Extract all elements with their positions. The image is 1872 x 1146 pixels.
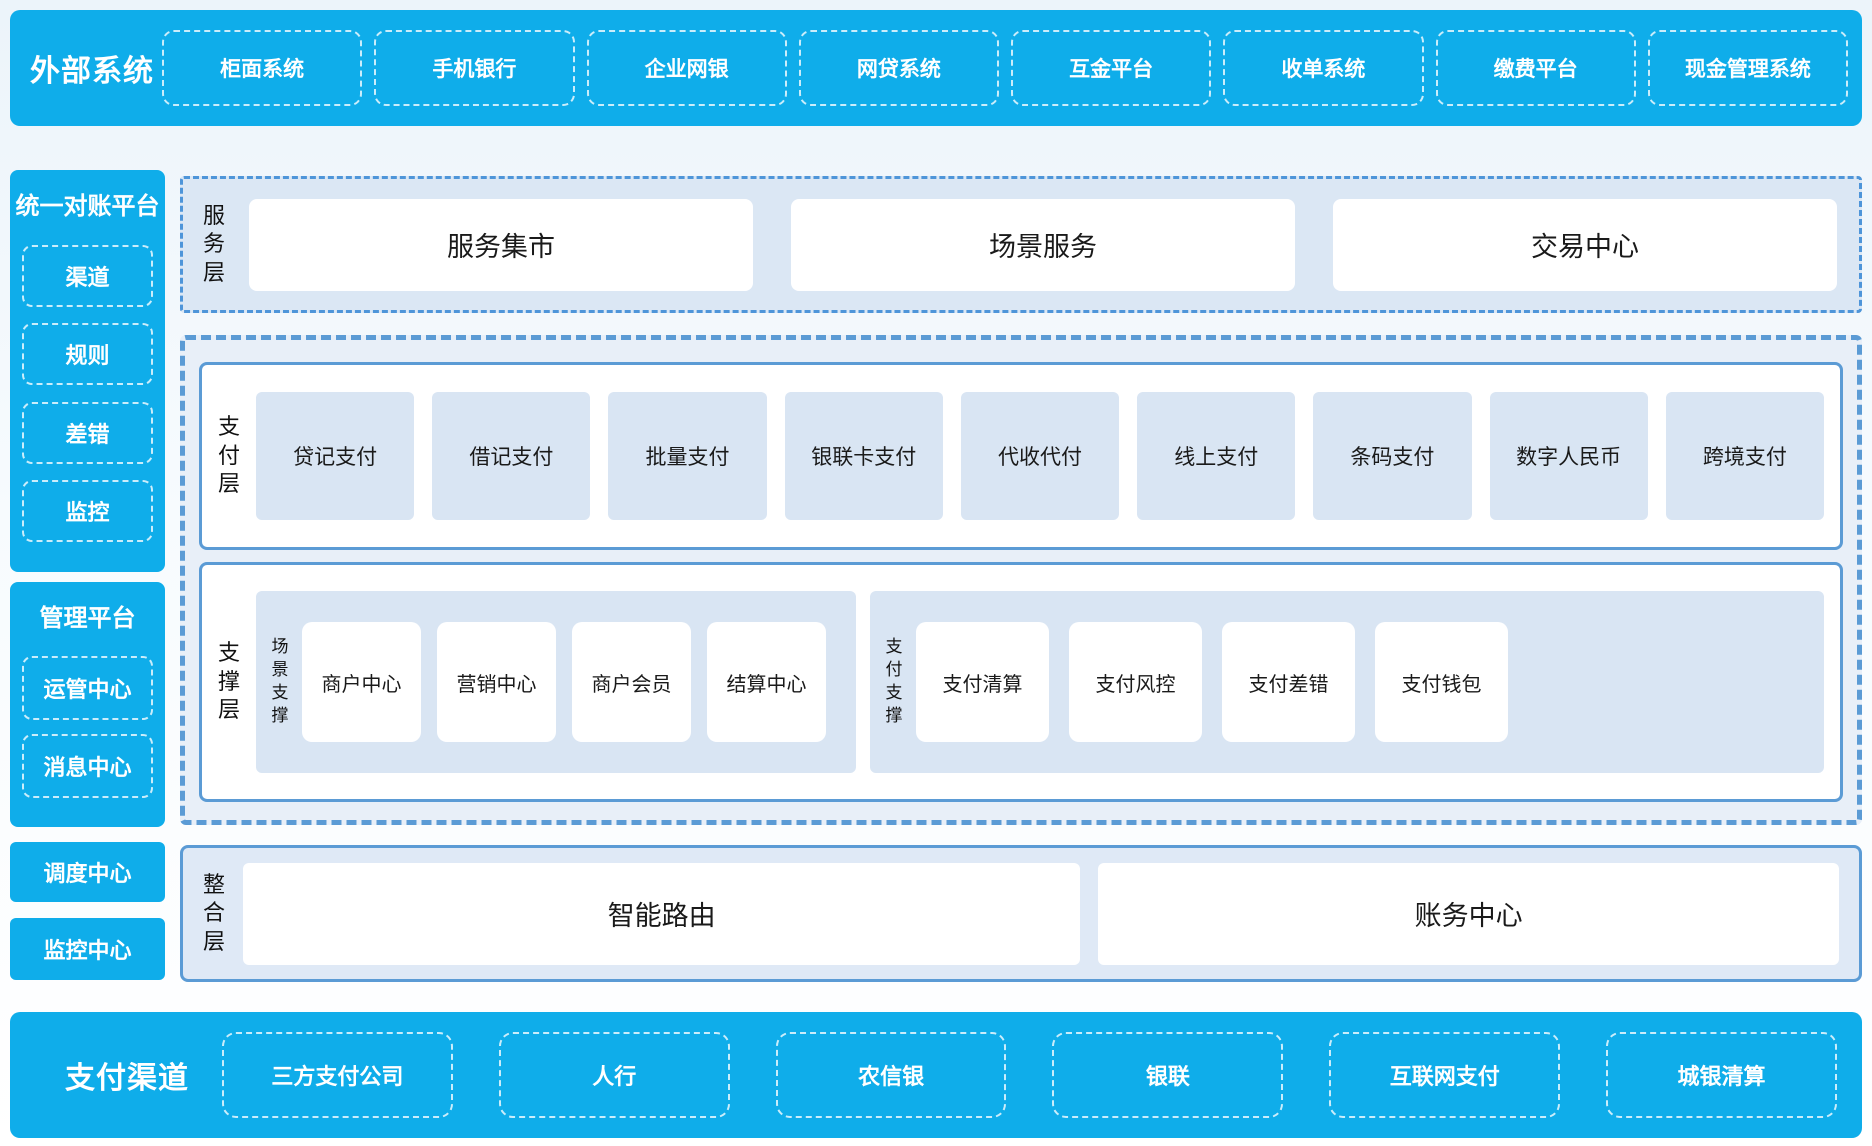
management-platform-title: 管理平台 [39,605,136,632]
payment-channel-item: 银联 [1052,1032,1284,1118]
external-system-item: 收单系统 [1223,30,1424,106]
support-layer-label: 支撑层 [217,640,240,723]
core-layers-container: 支付层 贷记支付 借记支付 批量支付 银联卡支付 代收代付 线上支付 条码支付 … [180,335,1862,825]
payment-channel-item: 农信银 [775,1032,1007,1118]
external-system-item: 缴费平台 [1435,30,1636,106]
payment-layer-box: 支付层 贷记支付 借记支付 批量支付 银联卡支付 代收代付 线上支付 条码支付 … [199,362,1843,550]
payment-channel-item: 城银清算 [1606,1032,1837,1118]
external-system-item: 现金管理系统 [1647,30,1848,106]
payment-channels-title: 支付渠道 [65,1062,189,1095]
management-items: 运管中心 消息中心 [10,633,165,827]
reconciliation-item: 规则 [22,323,153,386]
middle-section: 统一对账平台 渠道 规则 差错 监控 管理平台 运管中心 消息中心 调度中心 监… [10,146,1862,982]
payment-channel-item: 互联网支付 [1329,1032,1561,1118]
payment-support-label: 支付支撑 [885,637,903,725]
reconciliation-platform-panel: 统一对账平台 渠道 规则 差错 监控 [10,170,165,572]
left-sidebar: 统一对账平台 渠道 规则 差错 监控 管理平台 运管中心 消息中心 调度中心 监… [10,146,165,982]
integration-layer-box: 整合层 智能路由 账务中心 [180,845,1862,982]
payment-channel-item: 三方支付公司 [222,1032,453,1118]
external-system-item: 柜面系统 [162,30,363,106]
payment-layer-items: 贷记支付 借记支付 批量支付 银联卡支付 代收代付 线上支付 条码支付 数字人民… [256,392,1824,520]
scene-support-item: 商户中心 [302,622,421,742]
reconciliation-item: 差错 [22,401,153,464]
support-layer-groups: 场景支撑 商户中心 营销中心 商户会员 结算中心 支付支撑 支付清算 支付风控 … [256,591,1824,773]
management-item: 运管中心 [22,655,153,720]
external-systems-items: 柜面系统 手机银行 企业网银 网贷系统 互金平台 收单系统 缴费平台 现金管理系… [162,10,1848,126]
payment-item: 银联卡支付 [784,392,943,520]
payment-support-item: 支付清算 [916,622,1049,742]
scene-support-item: 商户会员 [572,622,691,742]
reconciliation-item: 渠道 [22,245,153,308]
external-system-item: 企业网银 [586,30,787,106]
service-item: 交易中心 [1333,198,1837,291]
management-platform-panel: 管理平台 运管中心 消息中心 [10,582,165,827]
payment-support-item: 支付风控 [1069,622,1202,742]
external-system-item: 手机银行 [374,30,575,106]
dispatch-center-box: 调度中心 [10,842,165,902]
payment-support-group: 支付支撑 支付清算 支付风控 支付差错 支付钱包 [870,591,1824,773]
payment-channel-item: 人行 [498,1032,730,1118]
payment-item: 条码支付 [1313,392,1472,520]
payment-support-item: 支付钱包 [1375,622,1508,742]
external-system-item: 互金平台 [1011,30,1212,106]
payment-item: 借记支付 [432,392,591,520]
payment-item: 数字人民币 [1489,392,1648,520]
scene-support-item: 营销中心 [437,622,556,742]
management-item: 消息中心 [22,734,153,799]
payment-support-item: 支付差错 [1222,622,1355,742]
integration-layer-label: 整合层 [202,871,225,954]
support-layer-box: 支撑层 场景支撑 商户中心 营销中心 商户会员 结算中心 支付支撑 支付清算 [199,562,1843,802]
integration-item: 账务中心 [1098,862,1839,965]
integration-item: 智能路由 [243,862,1081,965]
scene-support-label: 场景支撑 [271,637,289,725]
external-systems-band: 外部系统 柜面系统 手机银行 企业网银 网贷系统 互金平台 收单系统 缴费平台 … [10,10,1862,126]
payment-channels-items: 三方支付公司 人行 农信银 银联 互联网支付 城银清算 [222,1012,1837,1138]
reconciliation-platform-title: 统一对账平台 [15,193,160,220]
monitor-center-box: 监控中心 [10,918,165,980]
external-system-item: 网贷系统 [798,30,999,106]
scene-support-item: 结算中心 [707,622,826,742]
payment-item: 代收代付 [960,392,1120,520]
reconciliation-item: 监控 [22,479,153,542]
service-item: 场景服务 [791,198,1295,291]
scene-support-group: 场景支撑 商户中心 营销中心 商户会员 结算中心 [256,591,856,773]
service-layer-items: 服务集市 场景服务 交易中心 [249,198,1837,291]
integration-layer-items: 智能路由 账务中心 [243,862,1839,965]
payment-channels-band: 支付渠道 三方支付公司 人行 农信银 银联 互联网支付 城银清算 [10,1012,1862,1138]
service-layer-label: 服务层 [202,202,225,285]
payment-item: 线上支付 [1137,392,1296,520]
main-column: 服务层 服务集市 场景服务 交易中心 支付层 贷记支付 借记支付 批量支付 银联… [180,146,1862,982]
payment-item: 批量支付 [608,392,767,520]
payment-item: 跨境支付 [1665,392,1824,520]
payment-layer-label: 支付层 [217,414,240,497]
service-item: 服务集市 [249,198,753,291]
external-systems-title: 外部系统 [30,55,154,88]
service-layer-container: 服务层 服务集市 场景服务 交易中心 [180,176,1862,313]
reconciliation-items: 渠道 规则 差错 监控 [10,221,165,572]
payment-item: 贷记支付 [256,392,415,520]
